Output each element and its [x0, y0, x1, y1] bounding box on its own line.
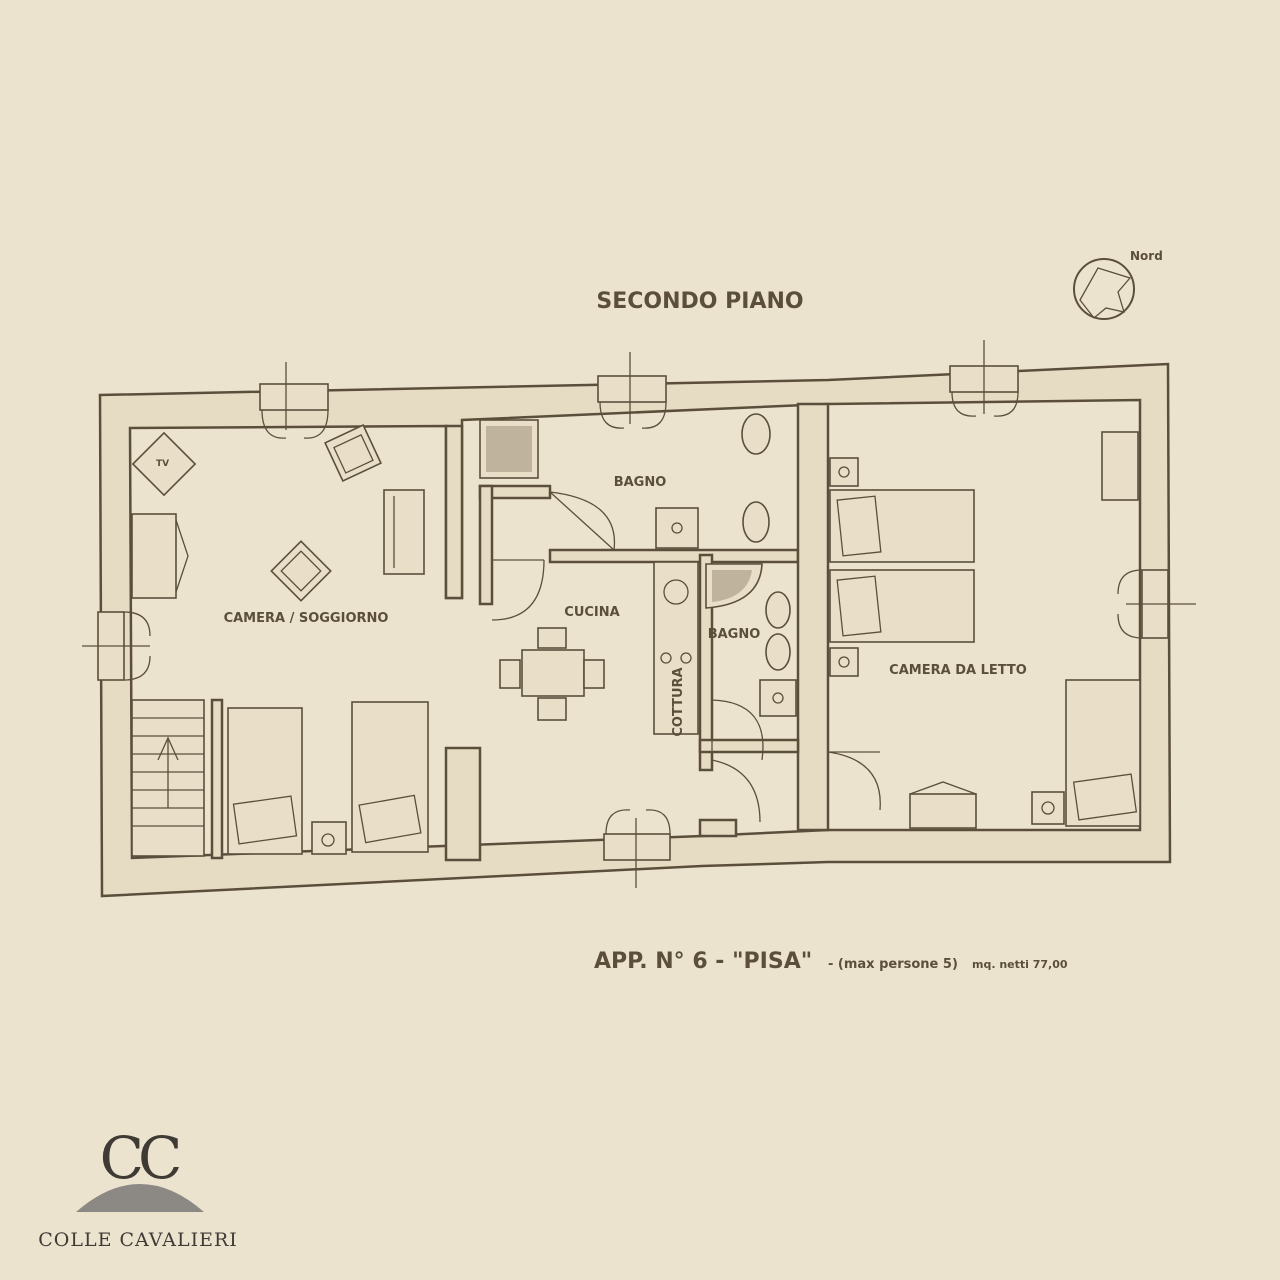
- armchair: [324, 424, 382, 482]
- chest-of-drawers: [909, 781, 977, 829]
- toilet: [741, 413, 771, 455]
- apartment-title: APP. N° 6 - "PISA": [594, 949, 812, 974]
- kitchen-counter: [653, 561, 699, 735]
- sofa: [383, 489, 425, 575]
- armchair: [270, 540, 332, 602]
- nightstand: [311, 821, 347, 855]
- logo-monogram: CC: [100, 1124, 179, 1192]
- staircase: [131, 699, 205, 857]
- toilet: [765, 591, 791, 629]
- tv-stand: TV: [131, 431, 197, 497]
- room-label-camera-da-letto: CAMERA DA LETTO: [889, 663, 1027, 678]
- room-label-bagno-2: BAGNO: [708, 627, 761, 642]
- single-bed: [227, 707, 303, 855]
- interior-walls: [210, 402, 830, 862]
- logo-name: COLLE CAVALIERI: [38, 1229, 238, 1251]
- apartment-capacity: - (max persone 5): [828, 957, 958, 972]
- single-bed: [829, 569, 975, 643]
- windows: [82, 340, 1196, 888]
- corner-shower: [705, 563, 763, 609]
- single-bed: [351, 701, 429, 853]
- wardrobe: [1101, 431, 1139, 501]
- north-compass-icon: [1073, 258, 1135, 320]
- colle-cavalieri-logo: CC COLLE CAVALIERI: [38, 1124, 238, 1251]
- washbasin: [759, 679, 797, 717]
- nightstand: [829, 647, 859, 677]
- floor-title: SECONDO PIANO: [596, 289, 803, 314]
- logo-arc: [76, 1184, 204, 1212]
- apartment-area: mq. netti 77,00: [972, 958, 1068, 971]
- tv-label: TV: [156, 459, 169, 469]
- room-label-camera-soggiorno: CAMERA / SOGGIORNO: [224, 611, 389, 626]
- single-bed: [1065, 679, 1141, 827]
- bidet: [765, 633, 791, 671]
- doors: [491, 491, 881, 823]
- washbasin: [655, 507, 699, 549]
- north-label: Nord: [1130, 249, 1163, 263]
- nightstand: [829, 457, 859, 487]
- room-label-cottura: COTTURA: [671, 667, 686, 736]
- nightstand: [1031, 791, 1065, 825]
- wardrobe: [131, 513, 189, 599]
- dining-table: [499, 627, 605, 721]
- bidet: [742, 501, 770, 543]
- shower-tray: [479, 419, 539, 479]
- room-label-cucina: CUCINA: [564, 605, 619, 620]
- single-bed: [829, 489, 975, 563]
- room-label-bagno-1: BAGNO: [614, 475, 667, 490]
